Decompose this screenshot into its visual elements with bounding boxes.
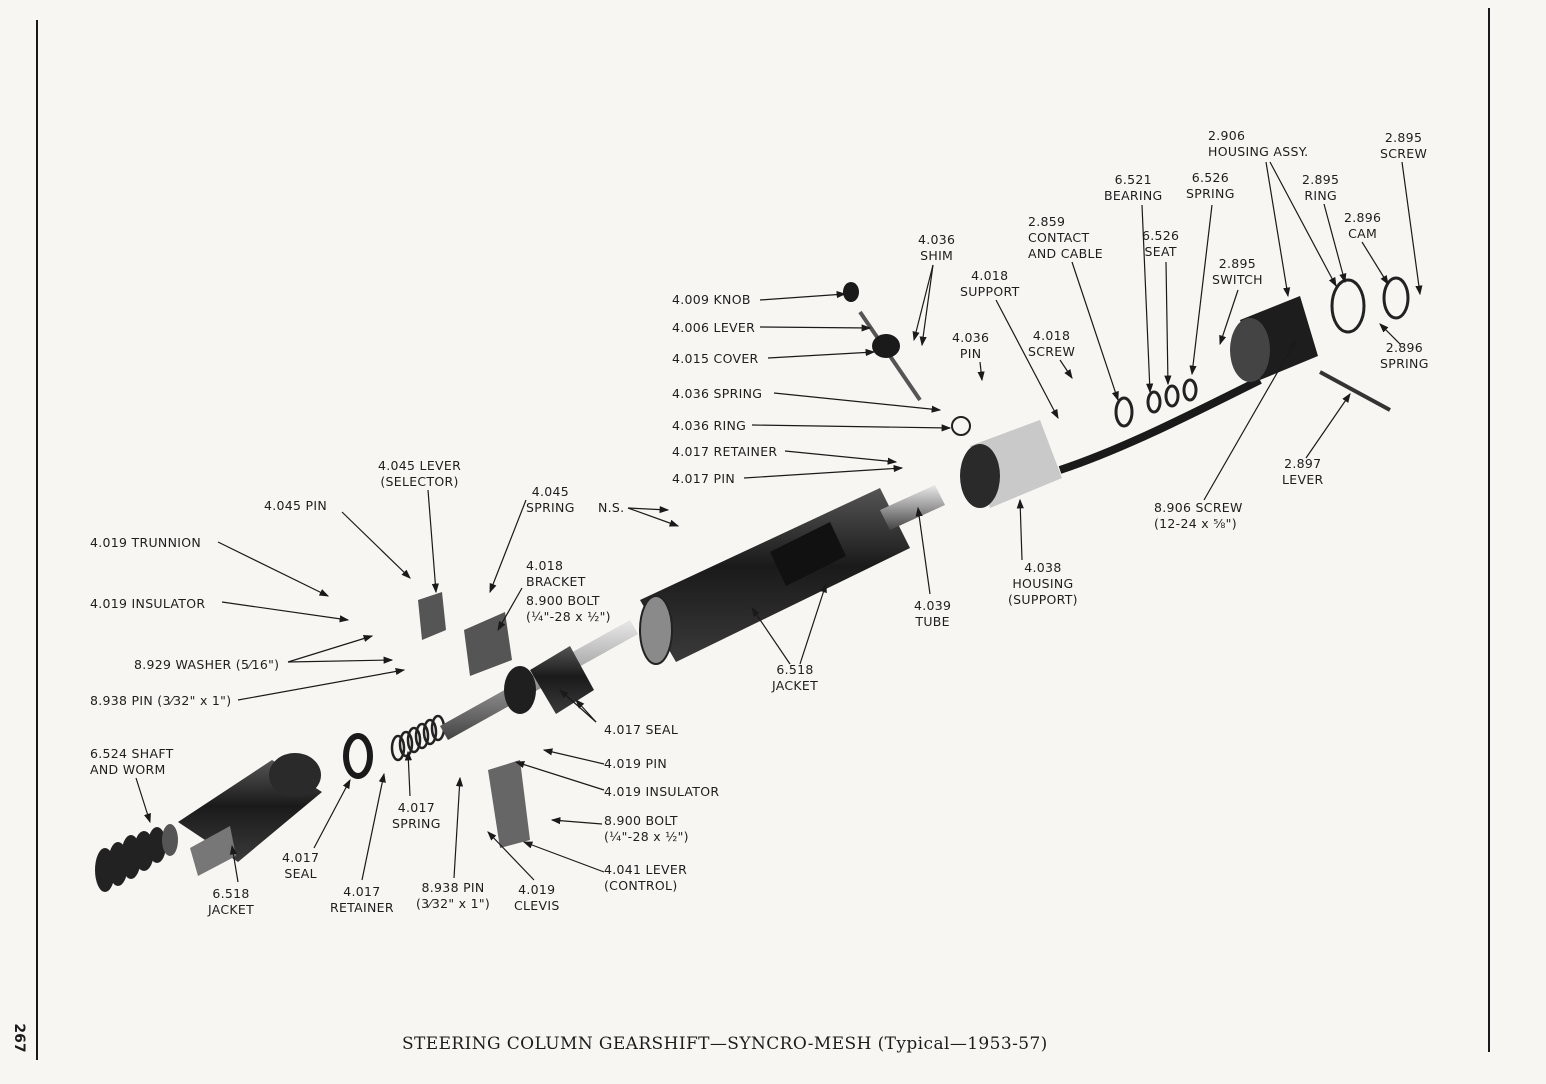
label-4019-pin: 4.019 PIN	[604, 756, 668, 771]
label-4009-knob: 4.009 KNOB	[672, 292, 751, 307]
label-4017-pin: 4.017 PIN	[672, 471, 736, 486]
leader-lines	[135, 161, 1423, 883]
seal-ring-part	[343, 733, 373, 779]
label-8900-bolt-low: 8.900 BOLT(¼"-28 x ½")	[604, 813, 689, 844]
left-margin-rule	[36, 20, 38, 1060]
right-margin-rule	[1488, 8, 1490, 1052]
coil-spring-part	[390, 714, 446, 762]
tube-part	[880, 485, 945, 530]
label-4015-cover: 4.015 COVER	[672, 351, 759, 366]
label-4006-lever: 4.006 LEVER	[672, 320, 756, 335]
label-4019-insulator-low: 4.019 INSULATOR	[604, 784, 720, 799]
label-4019-insulator-top: 4.019 INSULATOR	[90, 596, 206, 611]
label-8938-pin-left: 8.938 PIN (3⁄32" x 1")	[90, 693, 232, 708]
selector-bracket-part	[418, 592, 512, 676]
housing-assembly-part	[1230, 296, 1318, 382]
seal-collar-part	[504, 646, 594, 714]
main-jacket-part	[639, 488, 910, 665]
label-8900-bolt-top: 8.900 BOLT(¼"-28 x ½")	[526, 593, 611, 624]
label-4036-spring: 4.036 SPRING	[672, 386, 763, 401]
control-lever-part	[488, 760, 530, 848]
label-4036-ring: 4.036 RING	[672, 418, 747, 433]
support-housing-part	[960, 420, 1062, 508]
label-8938-pin-low: 8.938 PIN(3⁄32" x 1")	[416, 880, 491, 911]
label-not-serviced: N.S.	[598, 500, 625, 515]
ring-cam-part	[1330, 276, 1410, 334]
label-4041-lever-control: 4.041 LEVER(CONTROL)	[604, 862, 688, 893]
label-8906-screw: 8.906 SCREW(12-24 x ⅝")	[1154, 500, 1243, 531]
lower-jacket-part	[178, 753, 322, 876]
figure-caption: STEERING COLUMN GEARSHIFT—SYNCRO-MESH (T…	[402, 1034, 1048, 1054]
bearing-rings-part	[1114, 378, 1198, 428]
label-4017-retainer-top: 4.017 RETAINER	[672, 444, 778, 459]
contact-cable-part	[1058, 376, 1262, 474]
label-4019-trunnion: 4.019 TRUNNION	[90, 535, 202, 550]
turn-signal-lever-part	[1319, 370, 1391, 412]
shaft-and-worm-part	[95, 824, 178, 892]
label-4045-lever-selector: 4.045 LEVER(SELECTOR)	[378, 458, 462, 489]
gearshift-knob-lever-part	[843, 282, 971, 436]
label-4045-pin: 4.045 PIN	[264, 498, 328, 513]
label-8929-washer: 8.929 WASHER (5⁄16")	[134, 657, 280, 672]
label-4017-seal-mid: 4.017 SEAL	[604, 722, 679, 737]
